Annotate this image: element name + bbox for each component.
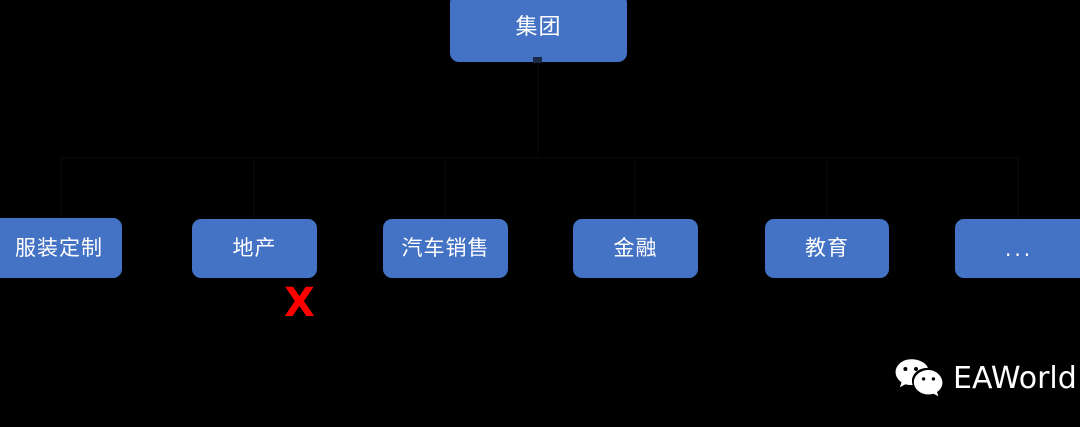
org-node-education-label: 教育	[805, 236, 849, 260]
org-node-auto-sales[interactable]: 汽车销售	[383, 219, 508, 278]
wechat-icon	[893, 357, 943, 401]
connector-branch-6	[1017, 157, 1019, 219]
org-node-realestate[interactable]: 地产	[192, 219, 317, 278]
connector-horizontal-bus	[60, 157, 1018, 159]
connector-root-vertical	[537, 62, 539, 157]
org-node-finance[interactable]: 金融	[573, 219, 698, 278]
watermark: EAWorld	[893, 357, 1077, 401]
connector-branch-4	[634, 157, 636, 219]
org-node-apparel[interactable]: 服装定制	[0, 218, 122, 278]
watermark-text: EAWorld	[953, 361, 1077, 396]
org-node-finance-label: 金融	[613, 236, 658, 260]
org-node-root[interactable]: 集团	[450, 0, 627, 62]
org-node-auto-sales-label: 汽车销售	[401, 236, 490, 260]
root-connector-notch	[533, 57, 542, 63]
connector-branch-2	[253, 157, 255, 219]
red-x-annotation: X	[284, 280, 315, 326]
connector-branch-3	[444, 157, 446, 219]
org-node-root-label: 集团	[515, 15, 562, 40]
org-node-more[interactable]: ...	[955, 219, 1080, 278]
org-node-apparel-label: 服装定制	[15, 235, 103, 260]
connector-branch-1	[60, 157, 62, 218]
connector-branch-5	[826, 157, 828, 219]
org-node-realestate-label: 地产	[232, 236, 277, 260]
org-node-education[interactable]: 教育	[765, 219, 889, 278]
org-node-more-label: ...	[1005, 236, 1034, 261]
